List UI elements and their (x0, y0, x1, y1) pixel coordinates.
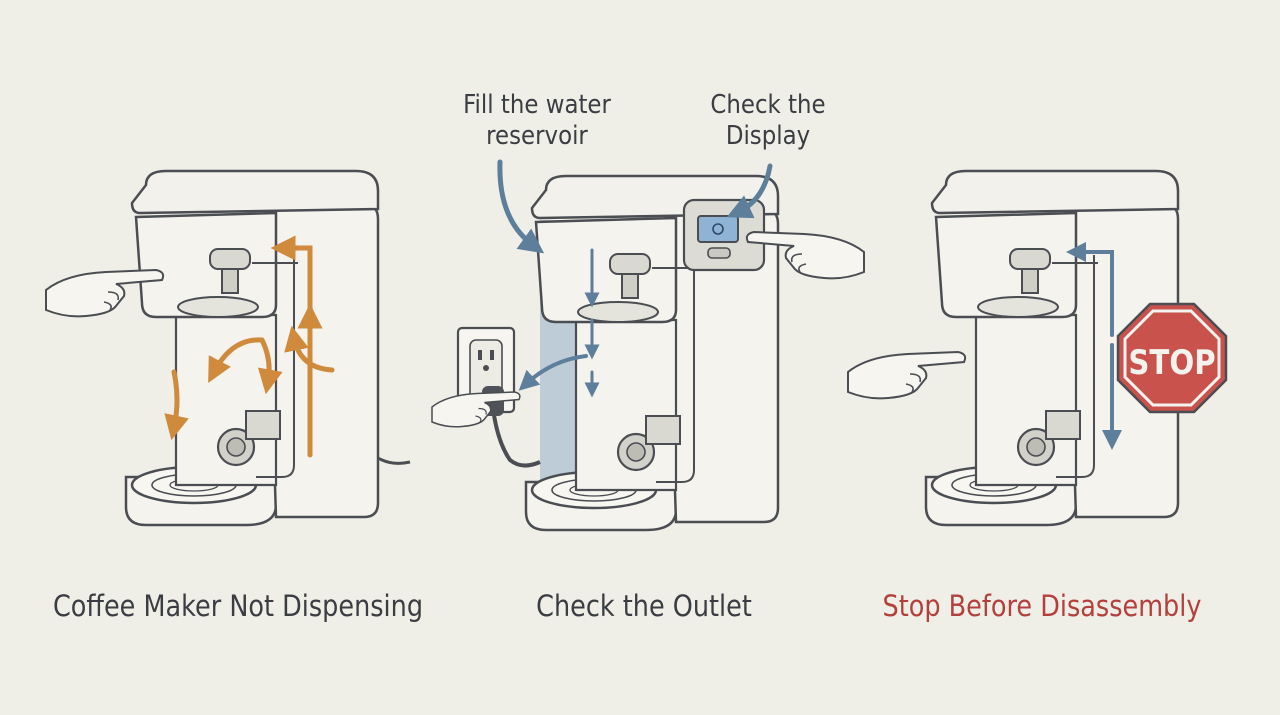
caption-panel-3: Stop Before Disassembly (882, 589, 1202, 623)
pointing-hand-3 (847, 351, 967, 400)
panel-check-the-outlet (431, 159, 865, 532)
coffee-maker-2 (524, 174, 780, 532)
panel-stop-before-disassembly: STOP (847, 169, 1228, 527)
power-cord-2 (490, 399, 541, 468)
arrow-to-outlet (518, 354, 588, 391)
callout-check-display-line2: Display (725, 121, 811, 151)
callout-fill-reservoir-line2: reservoir (486, 121, 588, 151)
arrow-check-display (726, 163, 773, 219)
coffee-maker-3 (924, 169, 1180, 527)
stop-sign: STOP (1116, 302, 1228, 414)
display-screen (697, 215, 739, 243)
caption-panel-1: Coffee Maker Not Dispensing (52, 589, 424, 623)
caption-panel-2: Check the Outlet (536, 589, 752, 623)
callout-fill-reservoir: Fill the water reservoir (452, 90, 623, 152)
flow-arrows-water-3 (1066, 242, 1122, 450)
callout-check-display: Check the Display (696, 90, 840, 152)
coffee-maker-1 (124, 169, 380, 527)
panel-coffee-maker-not-dispensing (45, 169, 411, 527)
stop-sign-text: STOP (1128, 344, 1215, 383)
flow-arrows-coffee (164, 235, 335, 458)
power-icon (712, 223, 724, 235)
arrow-fill-reservoir (497, 159, 545, 254)
callout-fill-reservoir-line1: Fill the water (463, 90, 611, 120)
power-cord-1 (377, 456, 411, 465)
callout-check-display-line1: Check the (710, 90, 826, 120)
brew-button (707, 247, 731, 259)
